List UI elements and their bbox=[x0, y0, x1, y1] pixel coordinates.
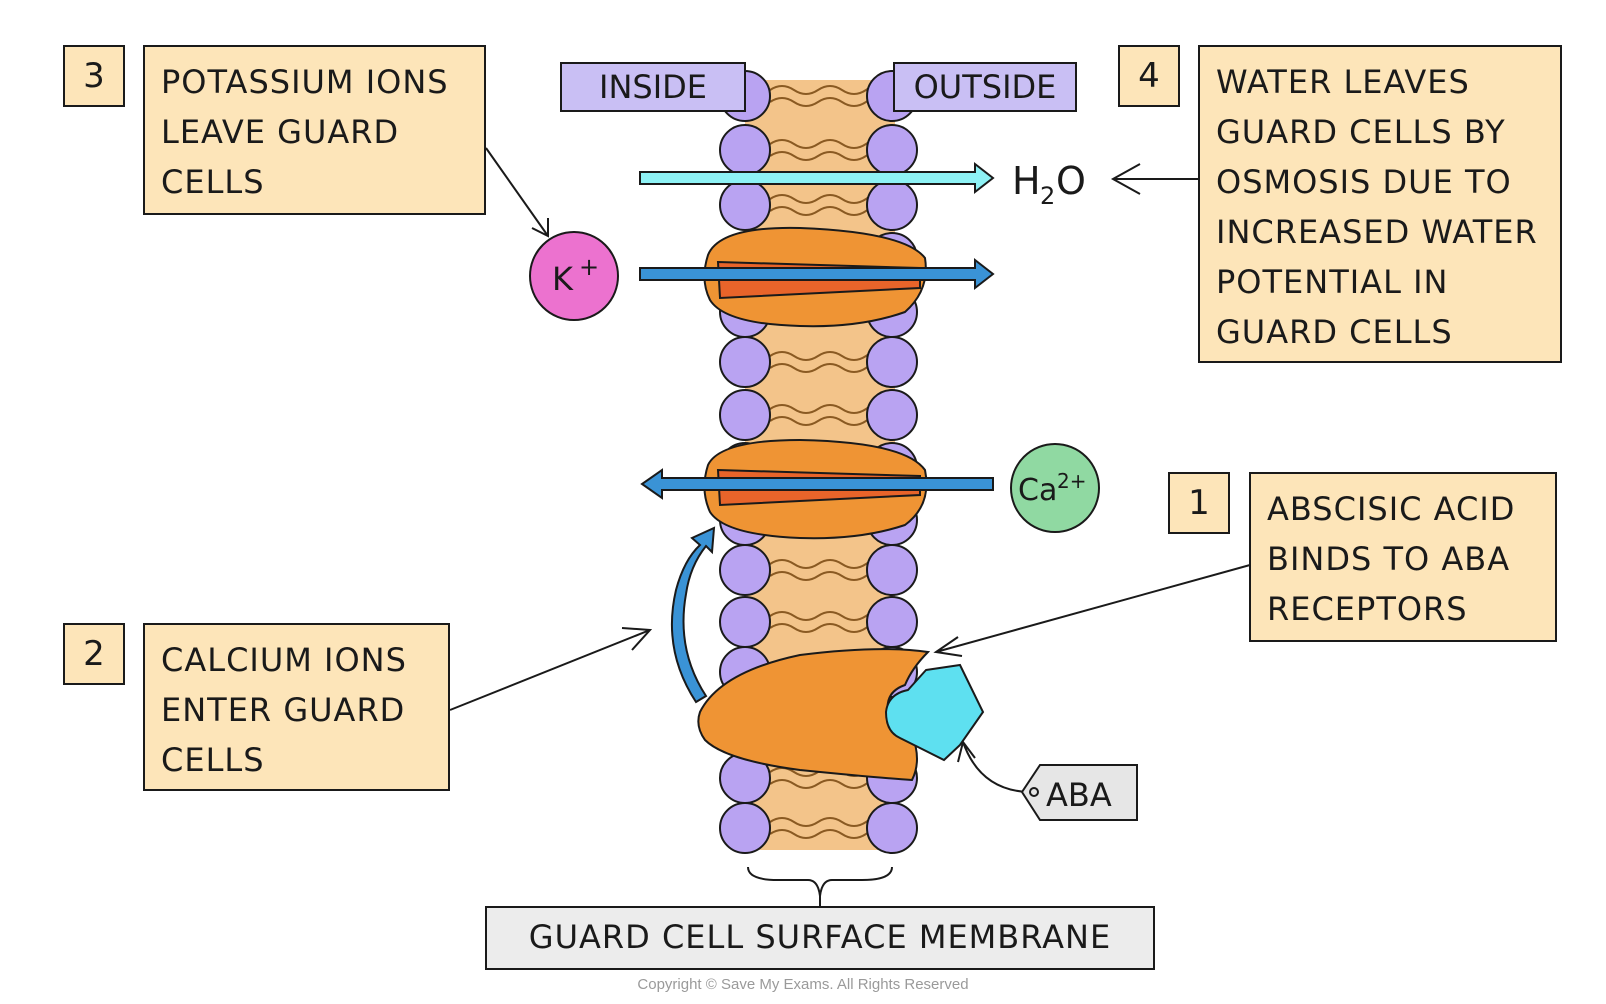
pointer-step2 bbox=[449, 627, 653, 711]
phospholipid-head bbox=[719, 802, 771, 854]
step-2-number: 2 bbox=[63, 623, 125, 685]
calcium-ion bbox=[1010, 443, 1100, 533]
phospholipid-head bbox=[719, 179, 771, 231]
phospholipid-head bbox=[866, 596, 918, 648]
potassium-ion bbox=[529, 231, 619, 321]
step-4-text: WATER LEAVES GUARD CELLS BY OSMOSIS DUE … bbox=[1216, 63, 1538, 351]
inside-label: INSIDE bbox=[560, 62, 746, 112]
step-3-text: POTASSIUM IONS LEAVE GUARD CELLS bbox=[161, 63, 449, 201]
membrane-caption-box: GUARD CELL SURFACE MEMBRANE bbox=[485, 906, 1155, 970]
water-symbol-sub: 2 bbox=[1040, 182, 1055, 210]
step-3-number-text: 3 bbox=[83, 56, 105, 96]
phospholipid-head bbox=[866, 544, 918, 596]
potassium-symbol: K bbox=[552, 260, 574, 298]
calcium-charge: 2+ bbox=[1057, 469, 1086, 493]
step-2-box: CALCIUM IONS ENTER GUARD CELLS bbox=[143, 623, 450, 791]
phospholipid-head bbox=[866, 389, 918, 441]
phospholipid-head bbox=[866, 179, 918, 231]
membrane-caption-text: GUARD CELL SURFACE MEMBRANE bbox=[528, 918, 1112, 956]
step-4-number: 4 bbox=[1118, 45, 1180, 107]
calcium-arrow bbox=[640, 468, 994, 500]
aba-tag-label: ABA bbox=[1046, 776, 1112, 814]
water-symbol-h: H bbox=[1012, 159, 1041, 203]
potassium-charge: + bbox=[579, 253, 599, 281]
phospholipid-head bbox=[719, 389, 771, 441]
outside-label: OUTSIDE bbox=[893, 62, 1077, 112]
phospholipid-head bbox=[719, 544, 771, 596]
pointer-lines bbox=[449, 147, 1251, 906]
pointer-step3 bbox=[485, 147, 549, 238]
membrane-brace bbox=[747, 866, 893, 897]
signal-curved-arrow bbox=[670, 526, 716, 704]
pointer-aba bbox=[957, 739, 1029, 793]
aba-tag bbox=[1020, 764, 1138, 821]
step-3-box: POTASSIUM IONS LEAVE GUARD CELLS bbox=[143, 45, 486, 215]
step-4-box: WATER LEAVES GUARD CELLS BY OSMOSIS DUE … bbox=[1198, 45, 1562, 363]
pointer-step4 bbox=[1110, 163, 1198, 195]
phospholipid-head bbox=[719, 124, 771, 176]
calcium-symbol: Ca bbox=[1018, 473, 1057, 508]
water-symbol-o: O bbox=[1056, 159, 1086, 203]
step-1-box: ABSCISIC ACID BINDS TO ABA RECEPTORS bbox=[1249, 472, 1557, 642]
phospholipid-head bbox=[866, 124, 918, 176]
phospholipid-head bbox=[719, 336, 771, 388]
step-3-number: 3 bbox=[63, 45, 125, 107]
step-1-text: ABSCISIC ACID BINDS TO ABA RECEPTORS bbox=[1267, 490, 1516, 628]
aba-molecule bbox=[884, 663, 985, 762]
step-4-number-text: 4 bbox=[1138, 56, 1160, 96]
step-1-number-text: 1 bbox=[1188, 483, 1210, 523]
phospholipid-head bbox=[719, 596, 771, 648]
potassium-arrow bbox=[639, 257, 995, 291]
water-arrow bbox=[639, 161, 995, 195]
step-2-number-text: 2 bbox=[83, 634, 105, 674]
phospholipid-head bbox=[866, 336, 918, 388]
phospholipid-head bbox=[866, 802, 918, 854]
step-1-number: 1 bbox=[1168, 472, 1230, 534]
copyright-text: Copyright © Save My Exams. All Rights Re… bbox=[637, 976, 969, 993]
outside-label-text: OUTSIDE bbox=[913, 68, 1057, 106]
inside-label-text: INSIDE bbox=[599, 68, 707, 106]
pointer-step1 bbox=[933, 564, 1251, 657]
step-2-text: CALCIUM IONS ENTER GUARD CELLS bbox=[161, 641, 407, 779]
